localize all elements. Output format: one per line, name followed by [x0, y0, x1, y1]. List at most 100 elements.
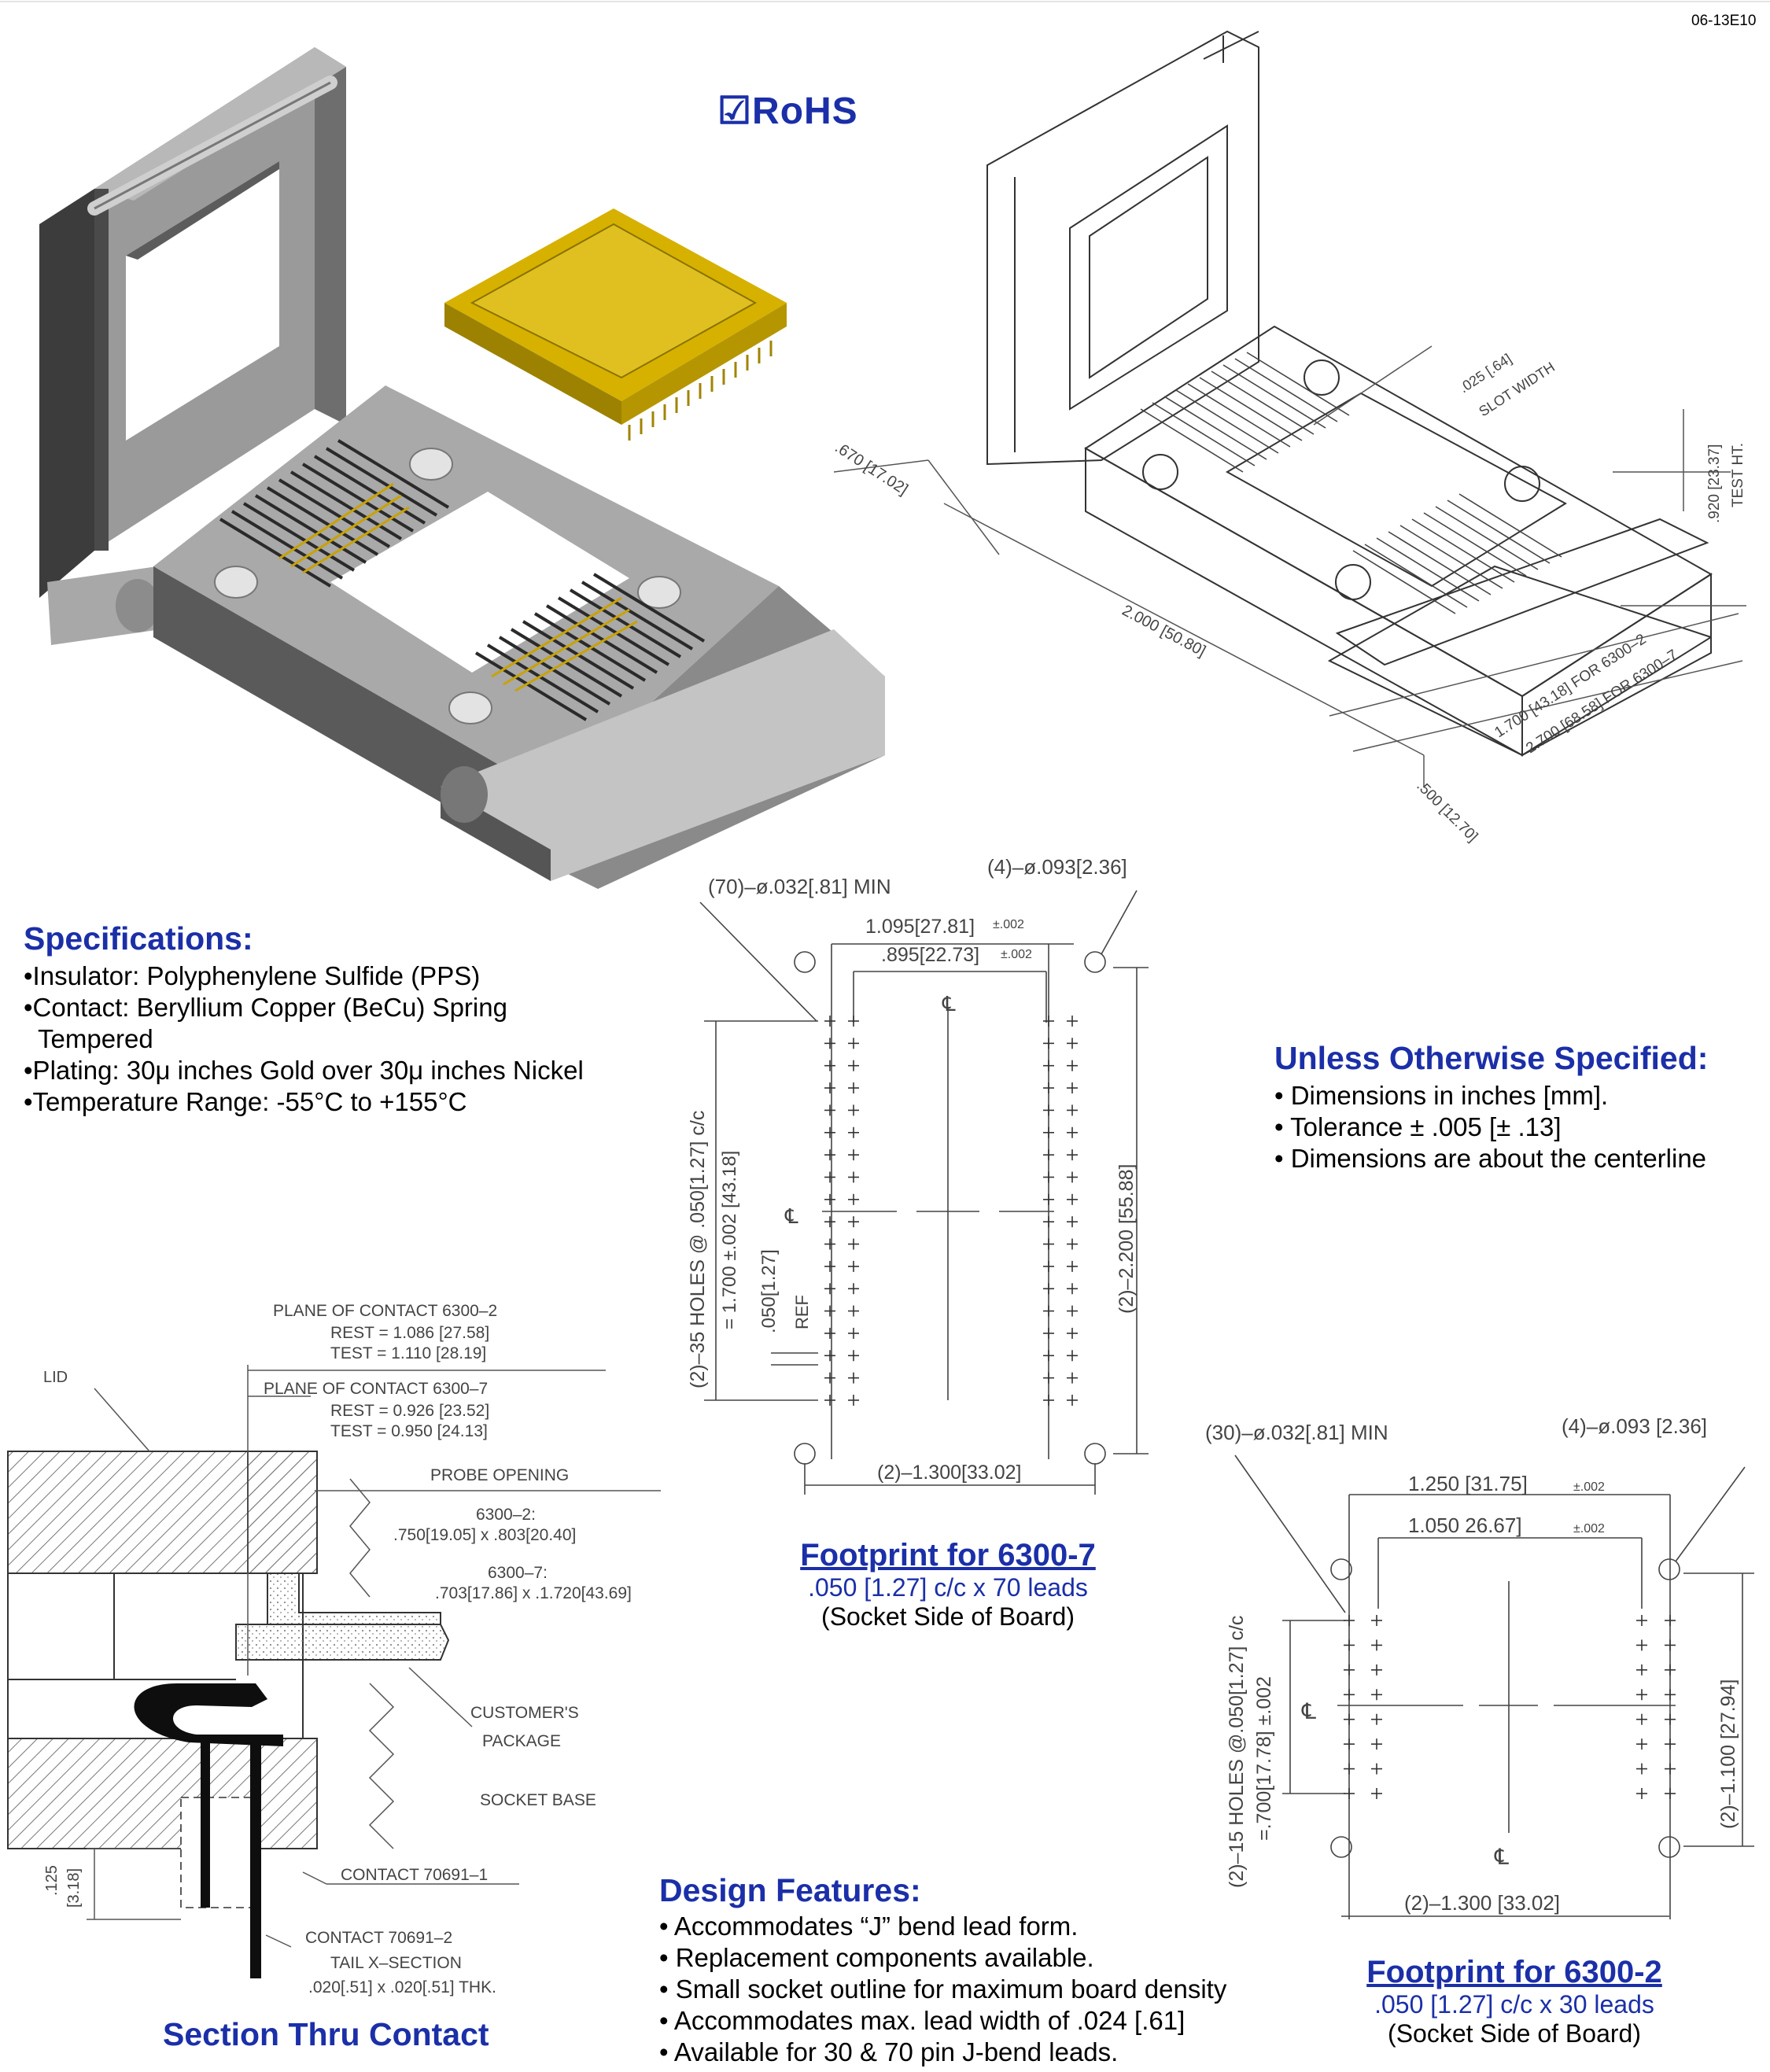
pin-hole [1042, 1171, 1055, 1184]
footprint-6300-7-subtitle: .050 [1.27] c/c x 70 leads [808, 1573, 1088, 1602]
design-item: • Accommodates “J” bend lead form. [659, 1912, 1079, 1941]
section-thru-contact-drawing [7, 1365, 661, 1978]
pin-hole [1664, 1762, 1676, 1775]
pin-hole [847, 1282, 860, 1296]
pin-hole [847, 1327, 860, 1340]
footprint-6300-7-pins [824, 1015, 1079, 1407]
pin-hole [1066, 1394, 1079, 1407]
pin-hole [1042, 1037, 1055, 1050]
pin-hole [1343, 1738, 1355, 1750]
pin-hole [1066, 1126, 1079, 1139]
pin-hole [824, 1237, 836, 1251]
unless-title: Unless Otherwise Specified: [1274, 1040, 1709, 1076]
pin-hole [1343, 1787, 1355, 1800]
pin-hole [1042, 1148, 1055, 1161]
pin-hole [1664, 1614, 1676, 1627]
pin-hole [1042, 1260, 1055, 1273]
pin-hole [1042, 1371, 1055, 1384]
pin-hole [824, 1171, 836, 1184]
pin-hole [1042, 1304, 1055, 1318]
socket-3d-render [39, 47, 885, 889]
specifications-title: Specifications: [24, 920, 253, 957]
pin-hole [1370, 1639, 1383, 1652]
pin-hole [847, 1215, 860, 1228]
footprint-6300-7-caption: Footprint for 6300-7 .050 [1.27] c/c x 7… [724, 1538, 1172, 1631]
footprint-6300-2-subtitle: .050 [1.27] c/c x 30 leads [1374, 1990, 1654, 2019]
spec-item: Tempered [38, 1024, 153, 1053]
design-list: • Accommodates “J” bend lead form. • Rep… [659, 1911, 1226, 2068]
pin-hole [824, 1104, 836, 1117]
pin-hole [1370, 1688, 1383, 1701]
pin-hole [1370, 1787, 1383, 1800]
pin-hole [824, 1215, 836, 1228]
pin-hole [1066, 1171, 1079, 1184]
spec-item: •Temperature Range: -55°C to +155°C [24, 1087, 467, 1116]
pin-hole [824, 1015, 836, 1027]
pin-hole [847, 1349, 860, 1362]
pin-hole [1635, 1762, 1648, 1775]
pin-hole [1066, 1104, 1079, 1117]
footprint-6300-2-note: (Socket Side of Board) [1388, 2019, 1641, 2048]
pin-hole [1066, 1193, 1079, 1206]
socket-isometric-drawing [833, 30, 1746, 787]
footprint-6300-7-note: (Socket Side of Board) [821, 1602, 1075, 1631]
pin-hole [1370, 1738, 1383, 1750]
pin-hole [1066, 1037, 1079, 1050]
specifications-list: •Insulator: Polyphenylene Sulfide (PPS) … [24, 960, 584, 1118]
pin-hole [824, 1082, 836, 1094]
pin-hole [1635, 1713, 1648, 1726]
footprint-6300-7-drawing [699, 890, 1149, 1495]
pin-hole [824, 1394, 836, 1407]
pin-hole [1635, 1787, 1648, 1800]
document-code: 06-13E10 [1691, 13, 1757, 29]
design-section: Design Features: • Accommodates “J” bend… [659, 1872, 1226, 2068]
pin-hole [1066, 1148, 1079, 1161]
pin-hole [1343, 1713, 1355, 1726]
unless-list: • Dimensions in inches [mm]. • Tolerance… [1274, 1080, 1708, 1174]
pin-hole [1066, 1349, 1079, 1362]
pin-hole [1066, 1260, 1079, 1273]
pin-hole [824, 1148, 836, 1161]
pin-hole [1042, 1327, 1055, 1340]
pin-hole [1042, 1193, 1055, 1206]
pin-hole [1664, 1639, 1676, 1652]
unless-item: • Dimensions in inches [mm]. [1274, 1081, 1609, 1110]
pin-hole [1066, 1304, 1079, 1318]
pin-hole [847, 1104, 860, 1117]
pin-hole [824, 1282, 836, 1296]
design-title: Design Features: [659, 1872, 921, 1908]
pin-hole [1042, 1082, 1055, 1094]
pin-hole [1635, 1664, 1648, 1676]
pin-hole [1042, 1215, 1055, 1228]
pin-hole [1343, 1762, 1355, 1775]
pin-hole [824, 1260, 836, 1273]
footprint-6300-2-caption: Footprint for 6300-2 .050 [1.27] c/c x 3… [1290, 1955, 1739, 2048]
pin-hole [1042, 1104, 1055, 1117]
pin-hole [847, 1371, 860, 1384]
pin-hole [1664, 1738, 1676, 1750]
pin-hole [1370, 1713, 1383, 1726]
pin-hole [1664, 1664, 1676, 1676]
unless-item: • Tolerance ± .005 [± .13] [1274, 1112, 1562, 1141]
pin-hole [824, 1059, 836, 1072]
pin-hole [1343, 1614, 1355, 1627]
pin-hole [1066, 1371, 1079, 1384]
pin-hole [1066, 1237, 1079, 1251]
pin-hole [1343, 1639, 1355, 1652]
rohs-badge: ☑RoHS [717, 90, 858, 132]
pin-hole [847, 1237, 860, 1251]
pin-hole [1370, 1664, 1383, 1676]
pin-hole [1066, 1327, 1079, 1340]
pin-hole [824, 1126, 836, 1139]
spec-item: •Insulator: Polyphenylene Sulfide (PPS) [24, 961, 481, 990]
section-title: Section Thru Contact [163, 2016, 489, 2052]
pin-hole [1664, 1688, 1676, 1701]
pin-hole [1635, 1688, 1648, 1701]
pin-hole [824, 1327, 836, 1340]
pin-hole [824, 1193, 836, 1206]
pin-hole [1664, 1713, 1676, 1726]
pin-hole [1370, 1614, 1383, 1627]
pin-hole [847, 1126, 860, 1139]
pin-hole [847, 1015, 860, 1027]
pin-hole [824, 1304, 836, 1318]
